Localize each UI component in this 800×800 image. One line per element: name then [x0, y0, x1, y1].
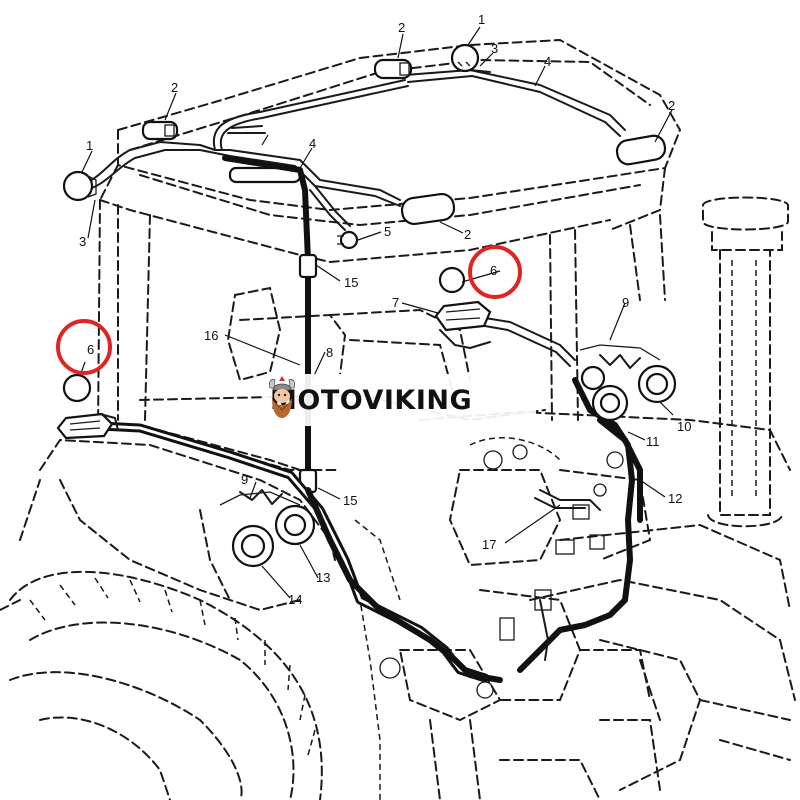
callout-9: 9: [241, 472, 248, 487]
highlight-circle-left: [56, 319, 112, 375]
callout-1: 1: [86, 138, 93, 153]
callout-15: 15: [343, 493, 357, 508]
highlight-circles: [56, 245, 522, 375]
lamp-pair-right: [579, 344, 677, 422]
roof-marker-lamp-b: [373, 58, 413, 80]
callout-4: 4: [544, 54, 551, 69]
callout-2: 2: [171, 80, 178, 95]
roof-work-lamp-center: [400, 192, 456, 226]
roof-wiring: [79, 69, 626, 231]
roof-work-lamp-right: [615, 134, 667, 166]
callout-numbers: 1 1 2 2 2 2 3 3 4 4 5 6 6 7 8 9 9 10 11 …: [79, 12, 691, 607]
callout-13: 13: [316, 570, 330, 585]
callout-11: 11: [646, 434, 660, 449]
callout-15: 15: [344, 275, 358, 290]
viking-logo-icon: [268, 376, 296, 418]
lamp-6-right: [438, 266, 466, 294]
lamp-pair-lower-left: [219, 489, 316, 568]
roof-lamp-top-center: [450, 43, 480, 73]
callout-9: 9: [622, 295, 629, 310]
callout-6-left: 6: [87, 342, 94, 357]
callout-14: 14: [288, 592, 302, 607]
callout-12: 12: [668, 491, 682, 506]
main-harness-left: [75, 420, 503, 683]
roof-marker-lamp-a: [141, 120, 179, 141]
callout-3: 3: [79, 234, 86, 249]
callout-17: 17: [482, 537, 496, 552]
rear-tire: [0, 519, 401, 800]
callout-2: 2: [398, 20, 405, 35]
roof-switch-5: [337, 230, 359, 250]
cab-harness-vertical: [222, 155, 318, 494]
engine-electrics: [379, 437, 624, 699]
callout-4: 4: [309, 136, 316, 151]
callout-5: 5: [384, 224, 391, 239]
watermark: MOTOVIKING: [262, 374, 536, 426]
callout-8: 8: [326, 345, 333, 360]
callout-16: 16: [204, 328, 218, 343]
hood-and-engine: [398, 410, 796, 800]
lamp-6-left: [56, 373, 119, 440]
main-harness-right: [484, 317, 643, 673]
roof-lamp-left: [62, 170, 97, 202]
exhaust-stack: [702, 196, 789, 528]
watermark-brand-text: MOTOVIKING: [270, 384, 473, 416]
callout-1: 1: [478, 12, 485, 27]
callout-10: 10: [677, 419, 691, 434]
lamp-7-assembly: [434, 300, 492, 349]
callout-6-right: 6: [490, 263, 497, 278]
callout-3: 3: [491, 41, 498, 56]
highlight-circle-right: [468, 245, 522, 299]
callout-2: 2: [464, 227, 471, 242]
callout-7: 7: [392, 295, 399, 310]
callout-2: 2: [668, 98, 675, 113]
